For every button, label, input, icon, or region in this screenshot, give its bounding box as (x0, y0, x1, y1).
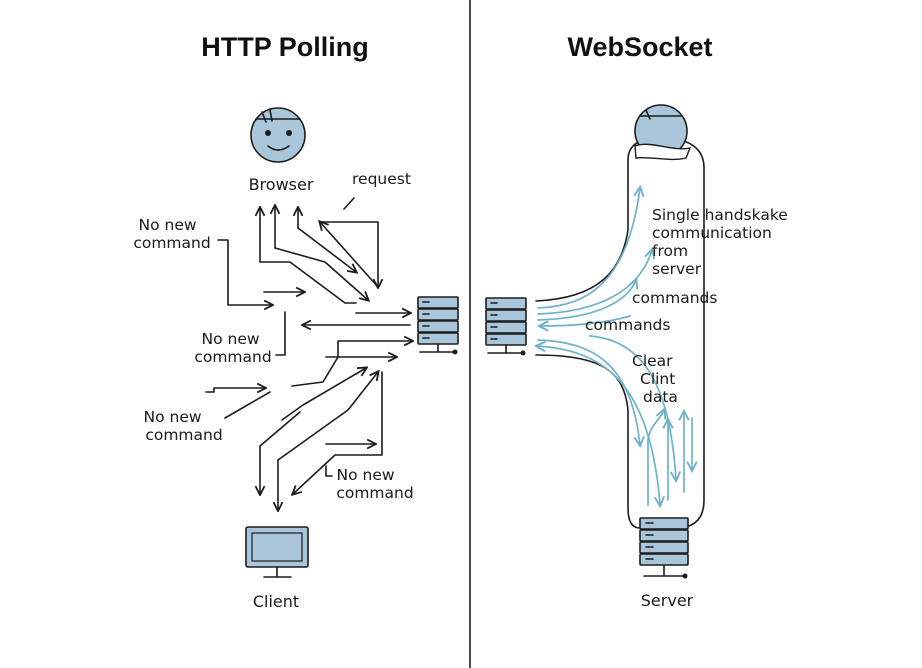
polling-arrow (337, 341, 412, 358)
polling-server-icon (417, 296, 459, 355)
polling-arrow (224, 391, 271, 419)
polling-arrow (259, 411, 301, 447)
polling-arrows (205, 206, 412, 510)
websocket-flows (537, 188, 692, 505)
client-monitor-icon (245, 526, 309, 578)
no-new-command-label-4: No new command (336, 466, 413, 502)
flow-line (537, 346, 660, 505)
flow-line (540, 315, 631, 326)
websocket-title: WebSocket (567, 32, 712, 62)
flow-line (537, 250, 652, 315)
handshake-label: Single handskake communication from serv… (652, 206, 793, 278)
no-new-command-label-3: No new command (144, 408, 223, 444)
polling-arrow (325, 465, 333, 477)
flow-line (537, 280, 636, 321)
no-new-command-label-2: No new command (194, 330, 271, 366)
websocket-client-server-icon (485, 297, 527, 356)
polling-arrow (281, 368, 366, 421)
flow-line (589, 335, 676, 480)
browser-face-icon (250, 107, 306, 163)
request-annotation: request (343, 170, 411, 210)
commands-label-lower: commands (585, 316, 670, 334)
client-label: Client (253, 592, 299, 611)
clear-client-data-label: Clear Clint data (632, 352, 680, 406)
polling-title: HTTP Polling (201, 32, 369, 62)
polling-arrow (259, 261, 357, 304)
polling-arrow (217, 239, 272, 305)
commands-label-upper: commands (632, 289, 717, 307)
polling-arrow (275, 311, 286, 356)
polling-arrow (274, 247, 368, 300)
polling-arrow (320, 222, 379, 288)
server-label: Server (641, 591, 694, 610)
svg-text:request: request (352, 170, 411, 188)
no-new-command-label-1: No new command (133, 216, 210, 252)
polling-arrow (293, 371, 383, 494)
browser-label: Browser (249, 175, 314, 194)
websocket-server-icon (639, 517, 689, 579)
polling-arrow (297, 227, 356, 272)
polling-arrow (277, 372, 378, 461)
flow-line (647, 410, 664, 506)
websocket-browser-face-icon (634, 104, 692, 161)
polling-arrow (321, 221, 378, 287)
polling-arrow (205, 388, 265, 392)
polling-arrow (291, 356, 339, 387)
flow-line (537, 188, 640, 309)
